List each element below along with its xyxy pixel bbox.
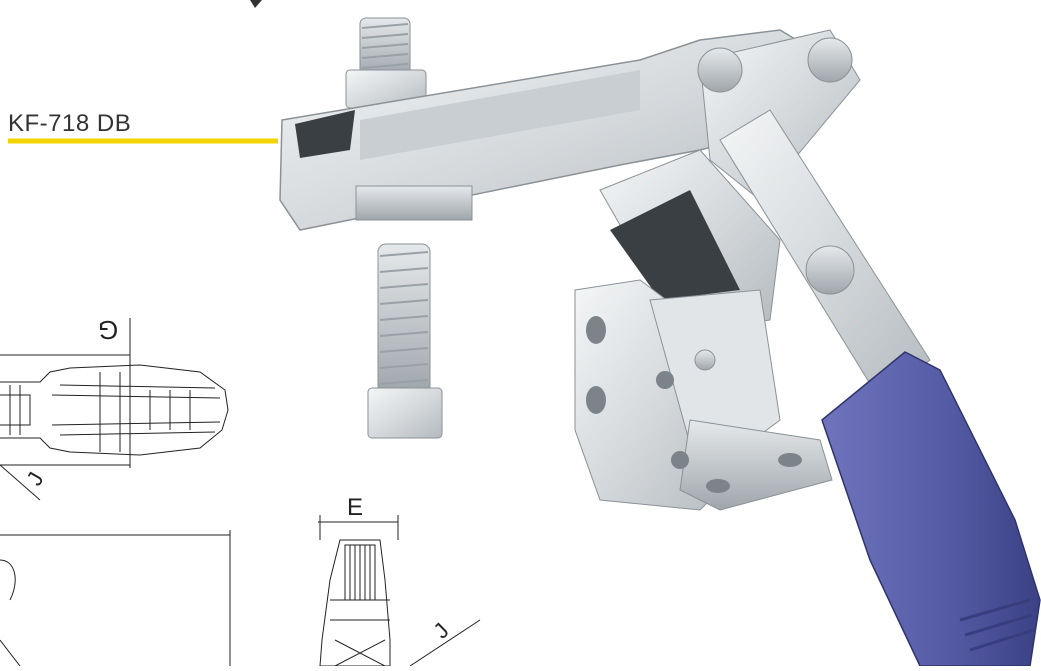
- handle-ribs: [959, 598, 1035, 652]
- product-model-label: KF-718 DB: [8, 110, 132, 137]
- top-dark-shape: [250, 0, 262, 8]
- tech-drawing-side-view: [318, 515, 481, 667]
- clamp-body: [574, 149, 833, 511]
- clamp-handle-grip: [821, 351, 1041, 667]
- dimension-label-e: E: [347, 494, 364, 521]
- lower-bolt: [355, 185, 473, 439]
- upper-bolt: [345, 17, 427, 109]
- dimension-label-g: G: [98, 315, 119, 345]
- clamp-linkage: [694, 29, 931, 401]
- tech-drawing-top-view: [0, 318, 231, 667]
